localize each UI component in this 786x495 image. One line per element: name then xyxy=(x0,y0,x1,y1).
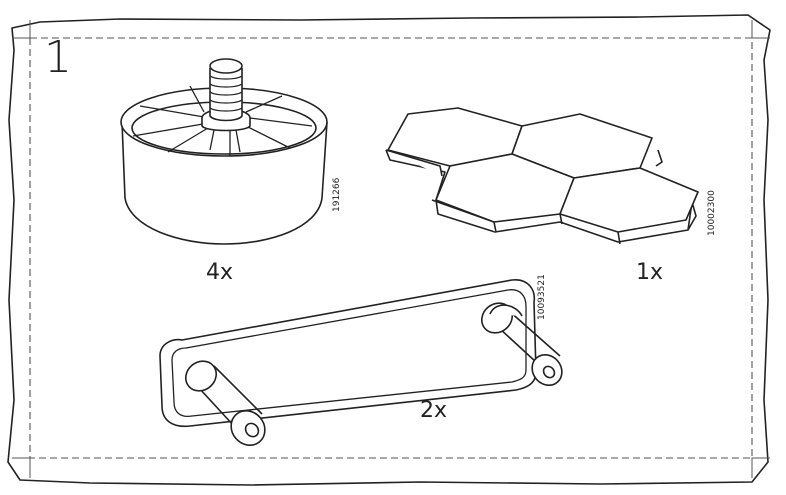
adjustable-foot-drawing xyxy=(120,58,328,245)
foot-article-number: 191266 xyxy=(332,177,342,212)
dashed-frame xyxy=(29,37,753,459)
hexagon-plate-quantity: 1x xyxy=(636,260,664,285)
dowel-plate-drawing xyxy=(159,279,563,447)
paper-outline xyxy=(7,14,771,486)
step-number: 1 xyxy=(44,32,72,83)
hexagon-plate-article-number: 10002300 xyxy=(707,190,717,236)
dowel-plate-article-number: 10093521 xyxy=(537,274,547,320)
hexagon-plate-drawing xyxy=(385,107,699,245)
foot-quantity: 4x xyxy=(206,260,234,285)
corner-marks xyxy=(12,20,770,478)
dowel-plate-quantity: 2x xyxy=(420,398,448,423)
